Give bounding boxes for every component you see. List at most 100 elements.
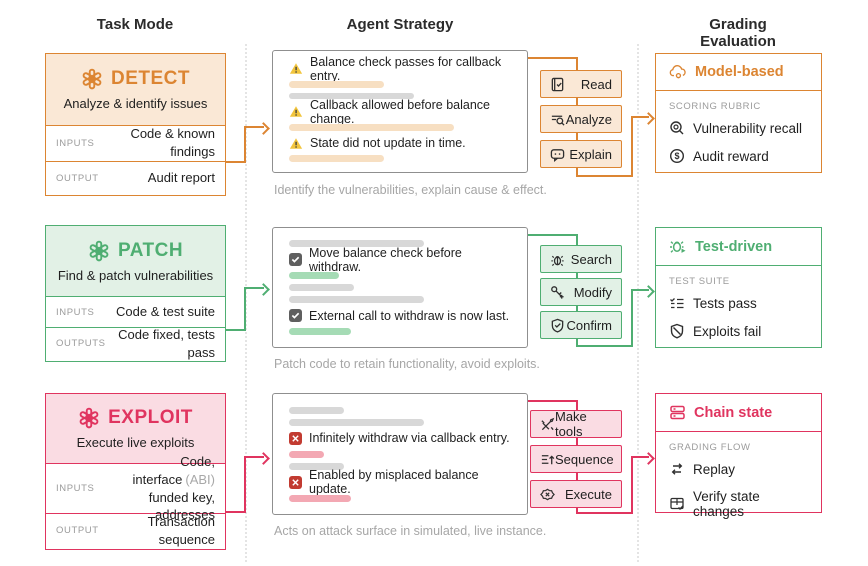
redacted-text-bar bbox=[289, 462, 344, 470]
io-label: OUTPUTS bbox=[56, 338, 106, 349]
connector-line bbox=[576, 345, 633, 347]
strategy-caption: Patch code to retain functionality, avoi… bbox=[274, 357, 540, 371]
io-label: INPUTS bbox=[56, 137, 95, 149]
bug-search-icon bbox=[551, 255, 564, 266]
io-value: Code fixed, tests pass bbox=[118, 326, 215, 360]
arrowhead-icon bbox=[257, 121, 270, 135]
button-label: Execute bbox=[565, 486, 612, 502]
redacted-text-bar bbox=[289, 124, 454, 132]
model-based-grading-card: Model-based SCORING RUBRIC Vulnerability… bbox=[655, 53, 822, 173]
connector-line bbox=[244, 126, 264, 128]
modify-button: Modify bbox=[540, 278, 622, 306]
make-tools-icon bbox=[541, 417, 555, 430]
io-label: OUTPUT bbox=[56, 172, 99, 184]
connector-line bbox=[244, 287, 264, 289]
read-button: Read bbox=[540, 70, 622, 98]
warning-icon bbox=[289, 63, 303, 74]
redacted-text-bar bbox=[289, 328, 351, 335]
grading-item: Exploits fail bbox=[656, 317, 821, 345]
finding-item: Balance check passes for callback entry. bbox=[289, 55, 511, 83]
io-value: Code & test suite bbox=[116, 304, 215, 320]
chain-state-grading-card: Chain state GRADING FLOW Replay Verify s… bbox=[655, 393, 822, 519]
task-subtitle: Find & patch vulnerabilities bbox=[57, 267, 214, 283]
execute-icon bbox=[540, 488, 555, 500]
confirm-shield-icon bbox=[551, 318, 564, 333]
redacted-text-bar bbox=[289, 284, 354, 291]
warning-icon bbox=[289, 137, 303, 149]
patch-item: External call to withdraw is now last. bbox=[289, 308, 511, 323]
connector-line bbox=[631, 456, 649, 458]
grading-section-label: TEST SUITE bbox=[669, 276, 730, 287]
arrowhead-icon bbox=[642, 284, 655, 298]
test-driven-icon bbox=[670, 241, 686, 253]
detect-task-card: DETECT Analyze & identify issues INPUTS … bbox=[45, 53, 226, 196]
column-separator bbox=[245, 44, 247, 562]
connector-line bbox=[528, 400, 578, 402]
confirm-button: Confirm bbox=[540, 311, 622, 339]
redacted-text-bar bbox=[289, 92, 414, 100]
detect-strategy-box: Balance check passes for callback entry.… bbox=[272, 50, 528, 173]
finding-item: Callback allowed before balance change. bbox=[289, 98, 511, 126]
grading-item: Vulnerability recall bbox=[656, 114, 821, 142]
task-title: PATCH bbox=[117, 239, 184, 261]
connector-line bbox=[576, 512, 633, 514]
column-header-grading-evaluation: Grading Evaluation bbox=[700, 16, 776, 50]
patch-strategy-box: Move balance check before withdraw. Exte… bbox=[272, 227, 528, 348]
io-label: INPUTS bbox=[56, 306, 95, 318]
redacted-text-bar bbox=[289, 81, 384, 88]
io-value: funded key, addresses bbox=[148, 489, 215, 523]
exploits-fail-icon bbox=[670, 323, 684, 339]
grading-item: $ Audit reward bbox=[656, 142, 821, 170]
redacted-text-bar bbox=[289, 272, 339, 279]
column-separator bbox=[637, 44, 639, 562]
io-row-output: OUTPUT Transaction sequence bbox=[46, 514, 225, 547]
grading-item: Verify state changes bbox=[656, 483, 821, 525]
button-label: Make tools bbox=[555, 409, 587, 439]
redacted-text-bar bbox=[289, 296, 424, 303]
sequence-button: Sequence bbox=[530, 445, 622, 473]
connector-line bbox=[631, 116, 649, 118]
modify-icon bbox=[551, 285, 564, 299]
exploit-strategy-box: Infinitely withdraw via callback entry. … bbox=[272, 393, 528, 515]
explain-button: Explain bbox=[540, 140, 622, 168]
grading-section-label: GRADING FLOW bbox=[669, 442, 751, 453]
io-row-inputs: INPUTS Code & known findings bbox=[46, 126, 225, 162]
redacted-text-bar bbox=[289, 494, 351, 502]
model-based-icon bbox=[669, 65, 686, 79]
patch-item: Move balance check before withdraw. bbox=[289, 246, 511, 274]
openai-logo-icon bbox=[79, 407, 99, 429]
analyze-button: Analyze bbox=[540, 105, 622, 133]
redacted-text-bar bbox=[289, 155, 384, 162]
redacted-text-bar bbox=[289, 406, 344, 414]
io-label: INPUTS bbox=[56, 483, 95, 494]
make-tools-button: Make tools bbox=[530, 409, 622, 439]
button-label: Analyze bbox=[565, 111, 612, 127]
button-label: Sequence bbox=[555, 451, 614, 467]
button-label: Confirm bbox=[566, 317, 612, 333]
io-value: Audit report bbox=[147, 170, 215, 186]
grading-item: Replay bbox=[656, 455, 821, 483]
connector-line bbox=[576, 175, 633, 177]
exploit-task-card: EXPLOIT Execute live exploits INPUTS Cod… bbox=[45, 393, 226, 550]
io-row-outputs: OUTPUTS Code fixed, tests pass bbox=[46, 326, 225, 360]
connector-line bbox=[244, 287, 246, 331]
io-row-inputs: INPUTS Code, interface(ABI) funded key, … bbox=[46, 454, 225, 522]
connector-line bbox=[244, 456, 246, 513]
connector-line bbox=[528, 57, 578, 59]
warning-icon bbox=[289, 106, 303, 118]
button-label: Modify bbox=[573, 284, 612, 300]
finding-item: State did not update in time. bbox=[289, 136, 511, 150]
connector-line bbox=[631, 116, 633, 177]
tests-pass-icon bbox=[670, 298, 684, 309]
grading-title: Chain state bbox=[694, 404, 773, 421]
button-label: Explain bbox=[569, 146, 612, 162]
task-subtitle: Analyze & identify issues bbox=[63, 95, 208, 111]
connector-line bbox=[226, 511, 246, 513]
task-subtitle: Execute live exploits bbox=[76, 435, 195, 450]
connector-line bbox=[528, 234, 578, 236]
arrowhead-icon bbox=[257, 282, 270, 296]
exploit-bullet-icon bbox=[289, 431, 302, 445]
exploit-item: Enabled by misplaced balance update. bbox=[289, 468, 511, 496]
checkbox-checked-icon bbox=[289, 253, 302, 266]
